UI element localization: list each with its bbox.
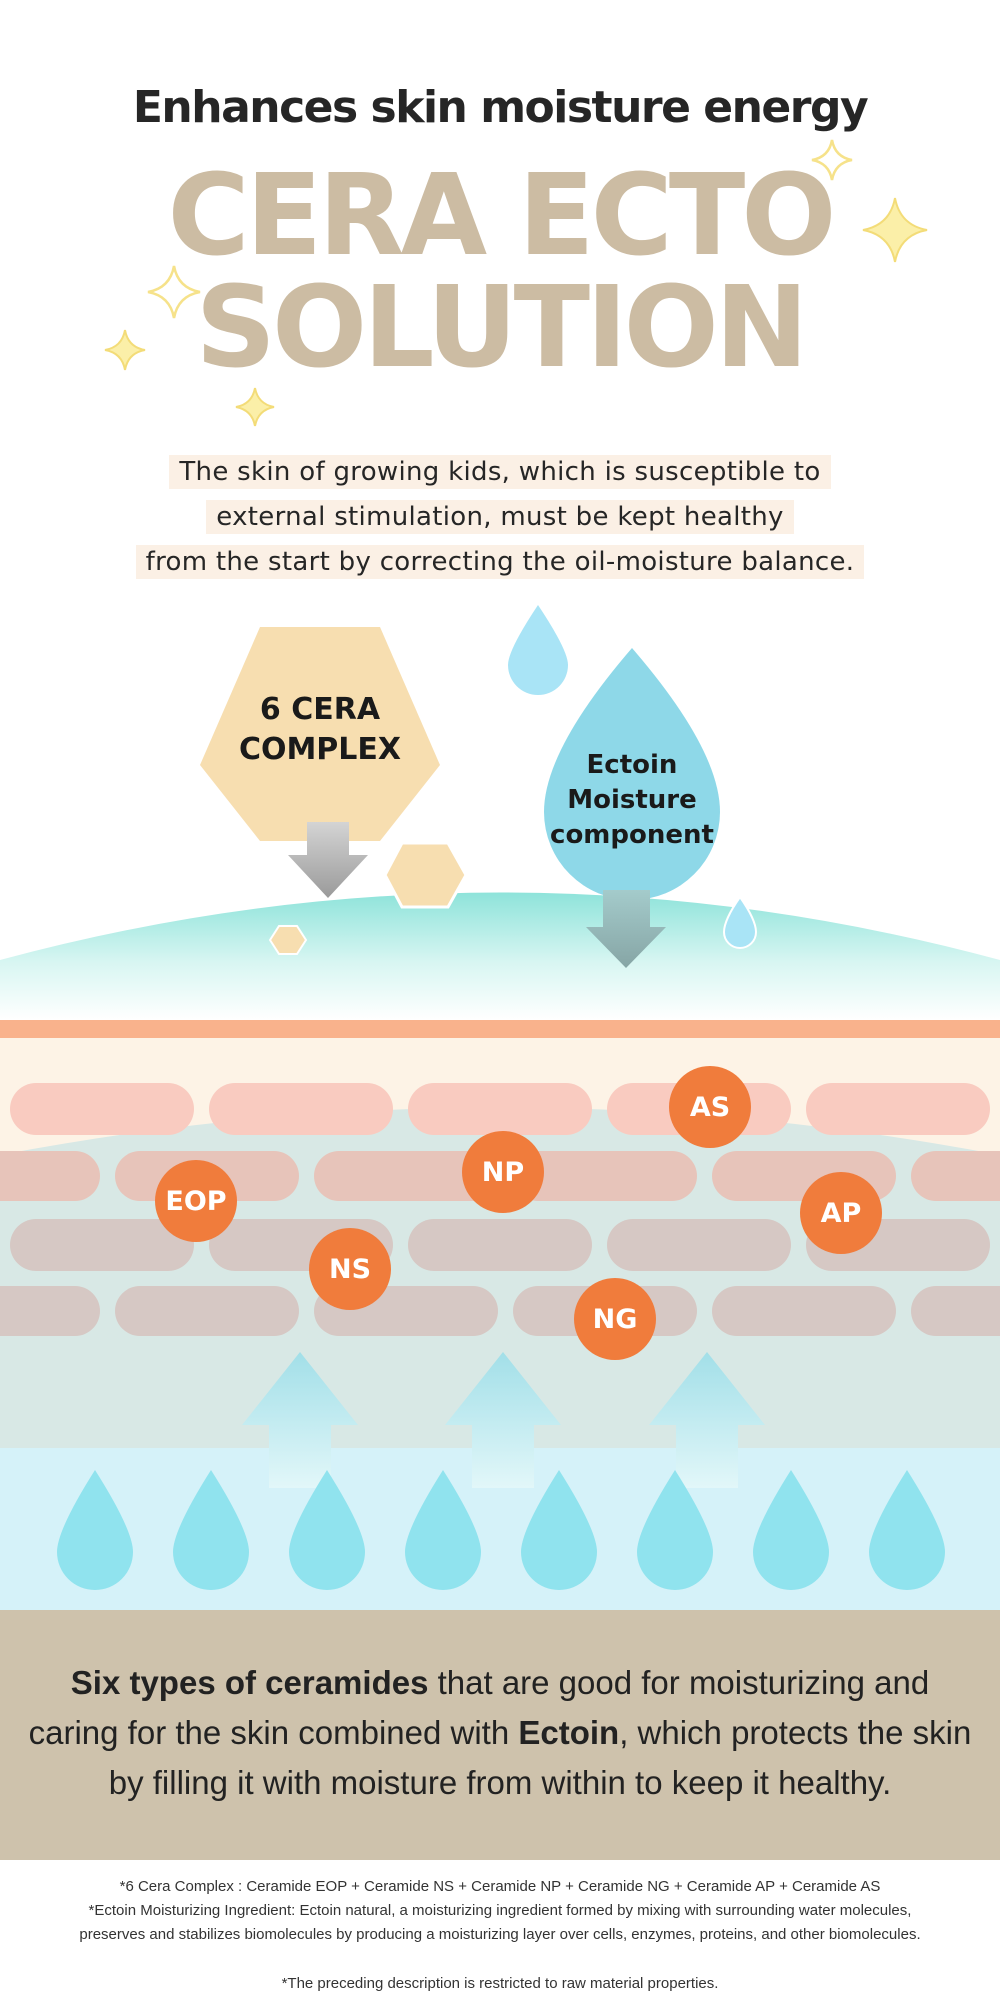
drop-label-line-1: Ectoin [586,750,678,780]
intro-line-3: from the start by correcting the oil-moi… [135,545,865,579]
ceramide-badge-ap: AP [800,1172,882,1254]
drop-label-line-2: Moisture [567,785,697,815]
down-arrow-icon [288,822,368,898]
summary-text-3: , which protects the skin [619,1714,972,1751]
summary-text: Six types of ceramides that are good for… [20,1658,980,1808]
up-arrow-icon [445,1352,561,1488]
small-drop [508,605,568,695]
ceramide-badge-ns: NS [309,1228,391,1310]
note-line-3: preserves and stabilizes biomolecules by… [79,1926,921,1943]
hex-label-line-1: 6 CERA [259,692,381,727]
ectoin-drop [544,648,720,900]
headline-subtitle: Enhances skin moisture energy [132,82,869,133]
intro-text: The skin of growing kids, which is susce… [0,450,1000,585]
summary-bold-2: Ectoin [518,1714,620,1751]
ingredient-notes: *6 Cera Complex : Ceramide EOP + Ceramid… [0,1875,1000,1947]
intro-line-2: external stimulation, must be kept healt… [206,500,794,534]
small-hexagon [383,841,468,909]
summary-text-1: that are good for moisturizing and [428,1664,930,1701]
sparkle-icon [862,197,928,263]
down-arrow-icon [586,890,666,968]
ectoin-label: Ectoin Moisture component [545,748,719,853]
tiny-drop [722,895,758,949]
skin-layer-diagram [0,605,1000,1610]
sparkle-icon [235,387,275,427]
ceramide-badge-as: AS [669,1066,751,1148]
ceramide-badge-np: NP [462,1131,544,1213]
drop-label-line-3: component [550,820,714,850]
title-line-1: CERA ECTO [167,151,837,281]
note-line-2: *Ectoin Moisturizing Ingredient: Ectoin … [88,1902,912,1919]
summary-panel: Six types of ceramides that are good for… [0,1610,1000,1860]
hex-label-line-2: COMPLEX [238,732,402,767]
cell-row-1 [10,1083,990,1135]
disclaimer: *The preceding description is restricted… [281,1975,719,1992]
tiny-hexagon [268,925,308,955]
headline-title: CERA ECTO SOLUTION [0,160,1000,384]
cera-complex-label: 6 CERA COMPLEX [220,690,420,770]
sparkle-icon [147,265,201,319]
moisture-dome [0,892,1000,1020]
moisture-drops [57,1470,945,1590]
summary-text-2: caring for the skin combined with [28,1714,519,1751]
cera-hexagon [200,627,440,841]
up-arrows [242,1352,765,1488]
up-arrow-icon [649,1352,765,1488]
summary-text-4: by filling it with moisture from within … [108,1764,892,1801]
summary-bold-1: Six types of ceramides [70,1664,429,1701]
sparkle-icon [104,329,146,371]
note-line-1: *6 Cera Complex : Ceramide EOP + Ceramid… [119,1878,881,1895]
up-arrow-icon [242,1352,358,1488]
sparkle-icon [811,139,853,181]
ceramide-badge-eop: EOP [155,1160,237,1242]
ceramide-badge-ng: NG [574,1278,656,1360]
title-line-2: SOLUTION [195,263,808,393]
intro-line-1: The skin of growing kids, which is susce… [169,455,831,489]
skin-surface [0,1020,1000,1038]
